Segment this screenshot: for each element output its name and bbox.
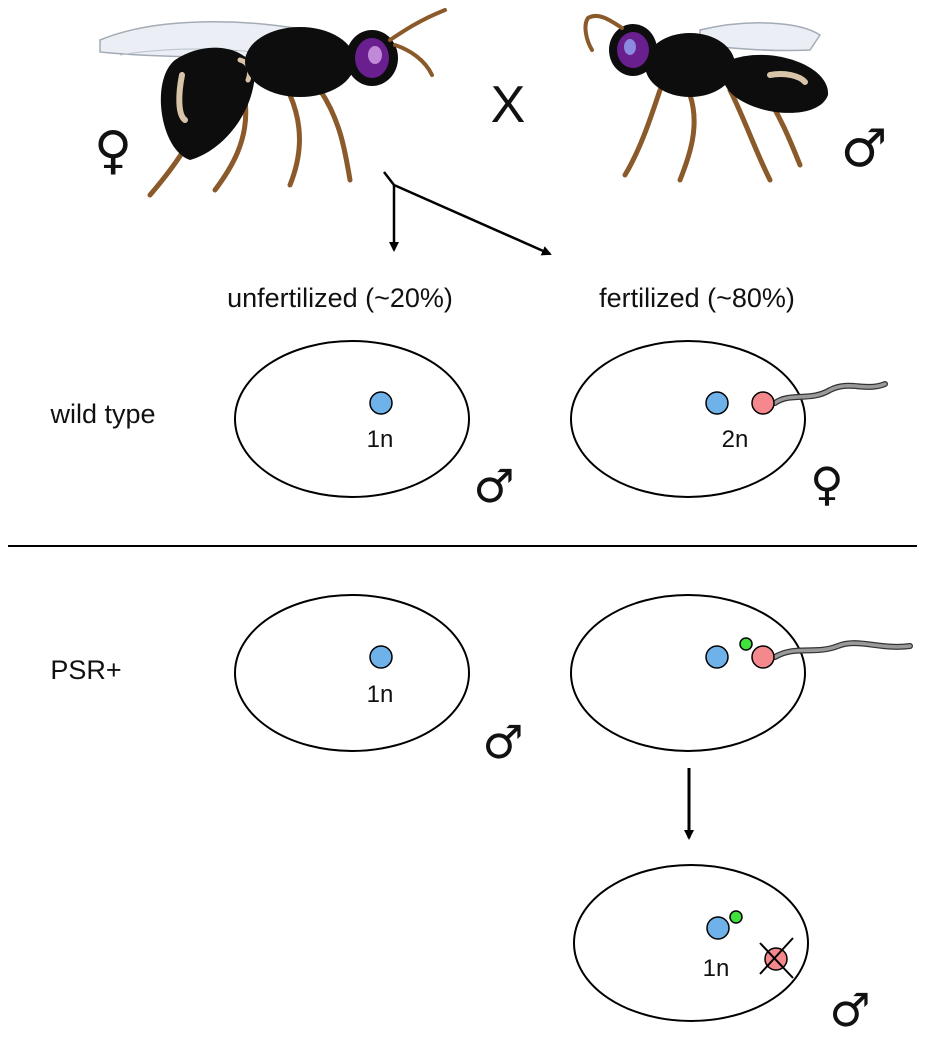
wild-type-fertilized-egg: 2n <box>570 340 888 498</box>
maternal-nucleus <box>369 645 393 669</box>
psr-result-egg: 1n <box>573 864 809 1022</box>
maternal-nucleus <box>369 391 393 415</box>
header-fertilized: fertilized (~80%) <box>599 283 795 313</box>
row-label-psr: PSR+ <box>50 655 121 685</box>
psr-unfertilized-ploidy: 1n <box>367 681 394 708</box>
paternal-nucleus <box>751 391 775 415</box>
male-wasp-illustration <box>583 13 829 183</box>
cross-symbol: X <box>491 76 526 134</box>
maternal-nucleus <box>705 391 729 415</box>
wild-type-unfertilized-egg: 1n <box>234 340 470 498</box>
psr-unfertilized-sex: ♂ <box>482 715 523 769</box>
wild-type-unfertilized-ploidy: 1n <box>367 426 394 453</box>
sperm-tail <box>773 641 912 659</box>
wild-type-fertilized-sex: ♀ <box>810 457 844 511</box>
paternal-nucleus <box>751 645 775 669</box>
psr-fertilized-egg <box>570 594 913 752</box>
row-label-wild-type: wild type <box>49 399 155 429</box>
male-parent-symbol: ♂ <box>841 119 888 179</box>
header-unfertilized: unfertilized (~20%) <box>227 283 453 313</box>
female-wasp-illustration <box>99 8 447 198</box>
psr-chromosome <box>729 910 743 924</box>
destroyed-paternal-nucleus-icon <box>759 937 794 979</box>
wild-type-fertilized-ploidy: 2n <box>722 426 749 453</box>
maternal-nucleus <box>705 645 729 669</box>
branch-arrows <box>383 171 552 256</box>
psr-chromosome <box>739 637 753 651</box>
psr-unfertilized-egg: 1n <box>234 594 470 752</box>
psr-result-sex: ♂ <box>829 983 870 1034</box>
female-parent-symbol: ♀ <box>94 121 132 181</box>
maternal-nucleus <box>706 916 730 940</box>
wild-type-unfertilized-sex: ♂ <box>473 459 514 513</box>
psr-result-ploidy: 1n <box>703 955 730 982</box>
